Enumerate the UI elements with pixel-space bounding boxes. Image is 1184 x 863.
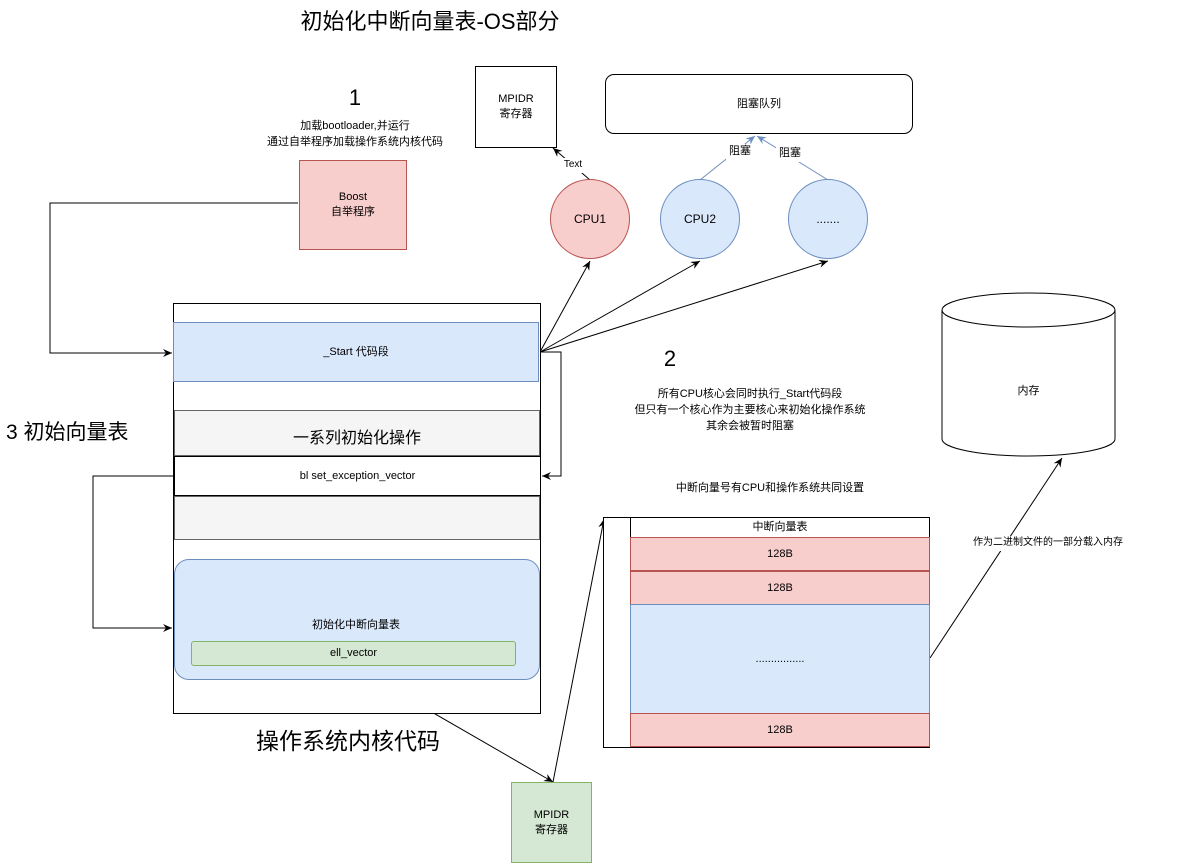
step2-number: 2 (663, 346, 677, 371)
init-ops-block (174, 410, 540, 456)
kernel-code-label: 操作系统内核代码 (256, 728, 440, 754)
blank-block (174, 496, 540, 540)
edge-table-to-memory (929, 457, 1063, 659)
boost-box[interactable]: Boost 自举程序 (299, 160, 407, 250)
vector-row-ellipsis[interactable]: ................ (630, 604, 930, 714)
vector-row-2[interactable]: 128B (630, 571, 930, 605)
edge-label-block-1: 阻塞 (726, 144, 754, 160)
cpu2-node[interactable]: CPU2 (660, 179, 740, 259)
edge-bl-to-init (92, 475, 174, 632)
block-queue[interactable]: 阻塞队列 (605, 74, 913, 134)
edge-boost-to-start (49, 202, 298, 357)
vector-row-1[interactable]: 128B (630, 537, 930, 571)
step1-description: 加载bootloader,并运行 通过自举程序加载操作系统内核代码 (267, 120, 443, 148)
cpu-more-node[interactable]: ....... (788, 179, 868, 259)
step2-description: 所有CPU核心会同时执行_Start代码段 但只有一个核心作为主要核心来初始化操… (634, 388, 866, 432)
edge-start-to-bl (540, 351, 562, 480)
vector-row-last[interactable]: 128B (630, 713, 930, 747)
edge-label-block-2: 阻塞 (776, 146, 804, 162)
cpu1-node[interactable]: CPU1 (550, 179, 630, 259)
vector-table-caption: 中断向量号有CPU和操作系统共同设置 (675, 482, 865, 494)
diagram-title: 初始化中断向量表-OS部分 (300, 9, 560, 34)
ell-vector-block[interactable]: ell_vector (191, 641, 516, 666)
edge-start-to-cpu3 (539, 259, 829, 353)
step1-number: 1 (348, 85, 362, 110)
edge-start-to-cpu1 (539, 260, 591, 353)
step3-label: 3 初始向量表 (6, 421, 129, 444)
memory-label: 内存 (1017, 385, 1040, 397)
init-ops-label: 一系列初始化操作 (292, 430, 421, 447)
edge-start-to-cpu2 (539, 260, 701, 353)
load-note: 作为二进制文件的一部分载入内存 (948, 536, 1148, 551)
edge-label-text: Text (558, 158, 588, 173)
edge-mpidr-to-table (552, 518, 607, 783)
bl-set-exception-vector[interactable]: bl set_exception_vector (174, 456, 541, 496)
mpidr-register-bottom[interactable]: MPIDR 寄存器 (511, 782, 592, 863)
start-code-segment[interactable]: _Start 代码段 (173, 322, 539, 382)
init-vector-table-label: 初始化中断向量表 (312, 619, 400, 631)
memory-cylinder-shape (941, 292, 1116, 457)
mpidr-register-top[interactable]: MPIDR 寄存器 (475, 66, 557, 148)
memory-cylinder[interactable]: 内存 (941, 292, 1116, 457)
vector-table-header: 中断向量表 (752, 521, 808, 534)
